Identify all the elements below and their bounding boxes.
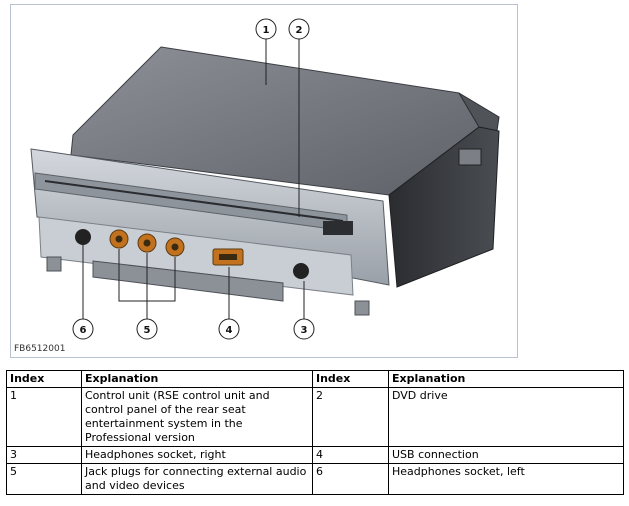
callout-6: 6	[72, 318, 94, 340]
legend-table: Index Explanation Index Explanation 1 Co…	[6, 370, 624, 495]
figure-code: FB6512001	[14, 344, 66, 354]
callout-2: 2	[288, 18, 310, 40]
legend-explanation: DVD drive	[388, 387, 624, 447]
legend-index: 4	[312, 446, 389, 464]
legend-explanation: Control unit (RSE control unit and contr…	[81, 387, 313, 447]
callout-5: 5	[136, 318, 158, 340]
legend-index: 3	[6, 446, 82, 464]
callout-label: 4	[226, 325, 233, 336]
callout-label: 5	[144, 325, 151, 336]
legend-index: 1	[6, 387, 82, 447]
callout-4: 4	[218, 318, 240, 340]
legend-header-explanation: Explanation	[81, 370, 313, 388]
table-row: 3 Headphones socket, right 4 USB connect…	[6, 446, 624, 464]
table-row: 5 Jack plugs for connecting external aud…	[6, 463, 624, 495]
legend-explanation: USB connection	[388, 446, 624, 464]
legend-index: 6	[312, 463, 389, 495]
legend-index: 2	[312, 387, 389, 447]
component-illustration: 1 2 3 4 5 6 FB6512001	[10, 4, 518, 358]
side-connector	[458, 148, 482, 166]
rse-unit-drawing: 1 2 3 4 5 6	[30, 18, 500, 340]
legend-explanation: Jack plugs for connecting external audio…	[81, 463, 313, 495]
callout-1: 1	[255, 18, 277, 40]
legend-header-explanation: Explanation	[388, 370, 624, 388]
callout-label: 1	[263, 25, 270, 36]
headphones-socket-left	[75, 229, 91, 245]
callout-3: 3	[293, 318, 315, 340]
legend-explanation: Headphones socket, left	[388, 463, 624, 495]
legend-header-index: Index	[6, 370, 82, 388]
housing-side	[388, 126, 500, 288]
callout-label: 3	[301, 325, 308, 336]
legend-header-index: Index	[312, 370, 389, 388]
headphones-socket-right	[293, 263, 309, 279]
legend-header-row: Index Explanation Index Explanation	[6, 370, 624, 388]
legend-explanation: Headphones socket, right	[81, 446, 313, 464]
callout-label: 6	[80, 325, 87, 336]
callout-label: 2	[296, 25, 303, 36]
table-row: 1 Control unit (RSE control unit and con…	[6, 387, 624, 447]
mounting-bracket	[92, 260, 284, 302]
legend-index: 5	[6, 463, 82, 495]
